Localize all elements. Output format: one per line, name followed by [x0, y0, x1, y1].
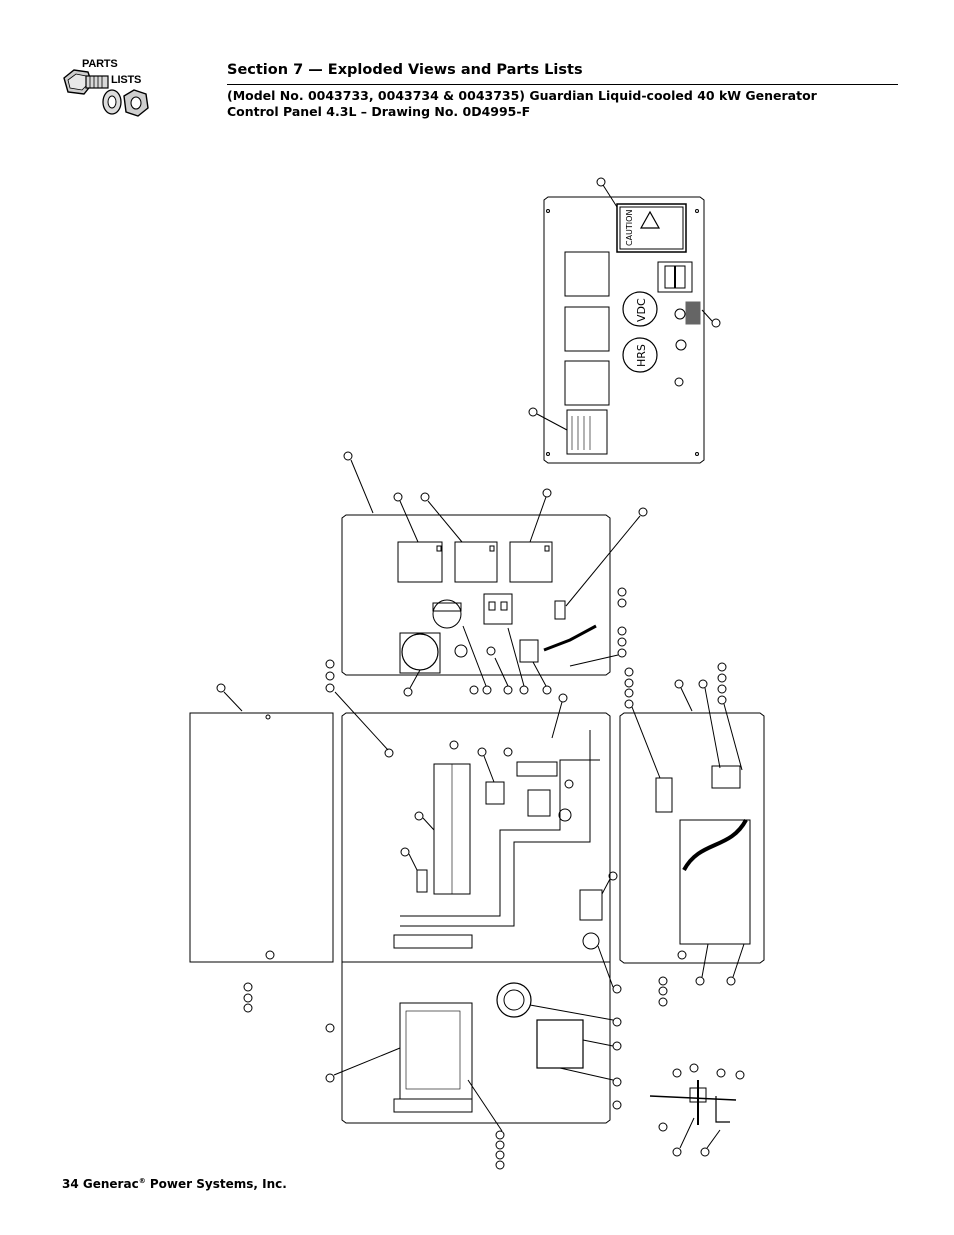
ground-stud-detail	[649, 1063, 745, 1157]
left-side-panel	[189, 683, 334, 1013]
drawing-subtitle-model: (Model No. 0043733, 0043734 & 0043735) G…	[227, 88, 817, 103]
right-side-panel	[619, 662, 765, 1007]
header-rule	[227, 84, 898, 85]
upper-inner-panel	[341, 451, 648, 697]
hrs-meter-label: HRS	[635, 344, 648, 367]
vdc-meter-label: VDC	[635, 298, 648, 322]
registered-mark: ®	[138, 1177, 146, 1185]
section-title: Section 7 — Exploded Views and Parts Lis…	[227, 62, 583, 78]
company-name: Generac	[82, 1177, 139, 1191]
parts-lists-logo-icon	[63, 69, 149, 117]
page-number: 34	[62, 1177, 79, 1191]
page-footer: 34 Generac® Power Systems, Inc.	[62, 1177, 287, 1191]
drawing-subtitle-drawing-number: Control Panel 4.3L – Drawing No. 0D4995-…	[227, 104, 531, 119]
logo-text-parts: PARTS	[82, 58, 118, 70]
company-suffix: Power Systems, Inc.	[145, 1177, 287, 1191]
center-back-panel	[325, 659, 622, 1170]
logo-text-lists: LISTS	[111, 74, 142, 86]
front-control-panel: CAUTION VDC HRS	[528, 177, 721, 464]
caution-label: CAUTION	[625, 210, 634, 246]
